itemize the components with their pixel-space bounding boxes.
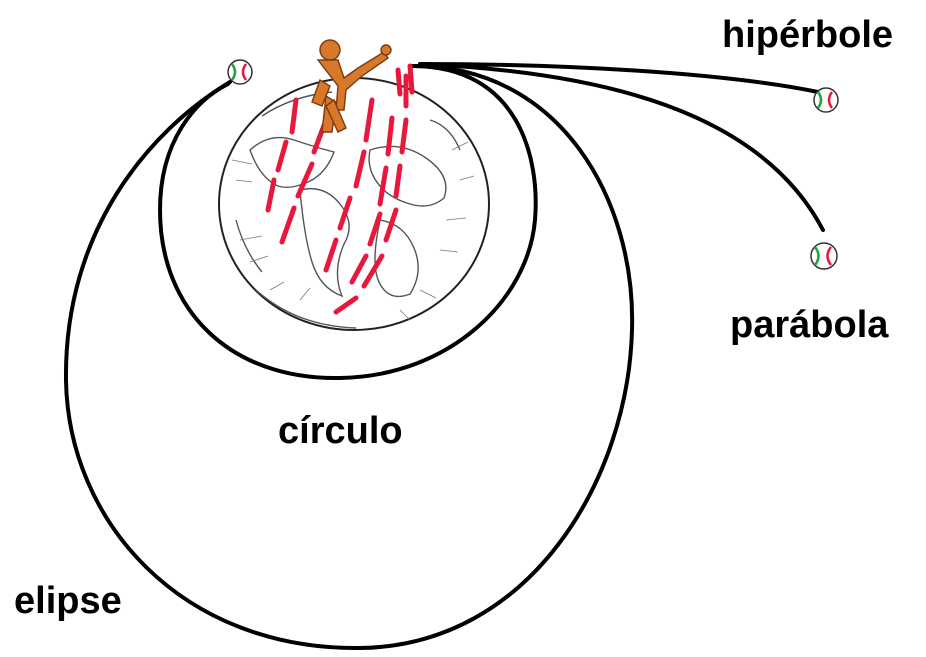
parabola-label: parábola xyxy=(730,306,888,344)
baseball-icon xyxy=(811,243,837,269)
circle-label: círculo xyxy=(278,412,403,450)
baseball-icon xyxy=(814,88,838,112)
ellipse-label: elipse xyxy=(14,582,122,620)
baseball-icon xyxy=(228,60,252,84)
earth-globe-icon xyxy=(219,78,489,330)
hyperbola-label: hipérbole xyxy=(722,16,893,54)
